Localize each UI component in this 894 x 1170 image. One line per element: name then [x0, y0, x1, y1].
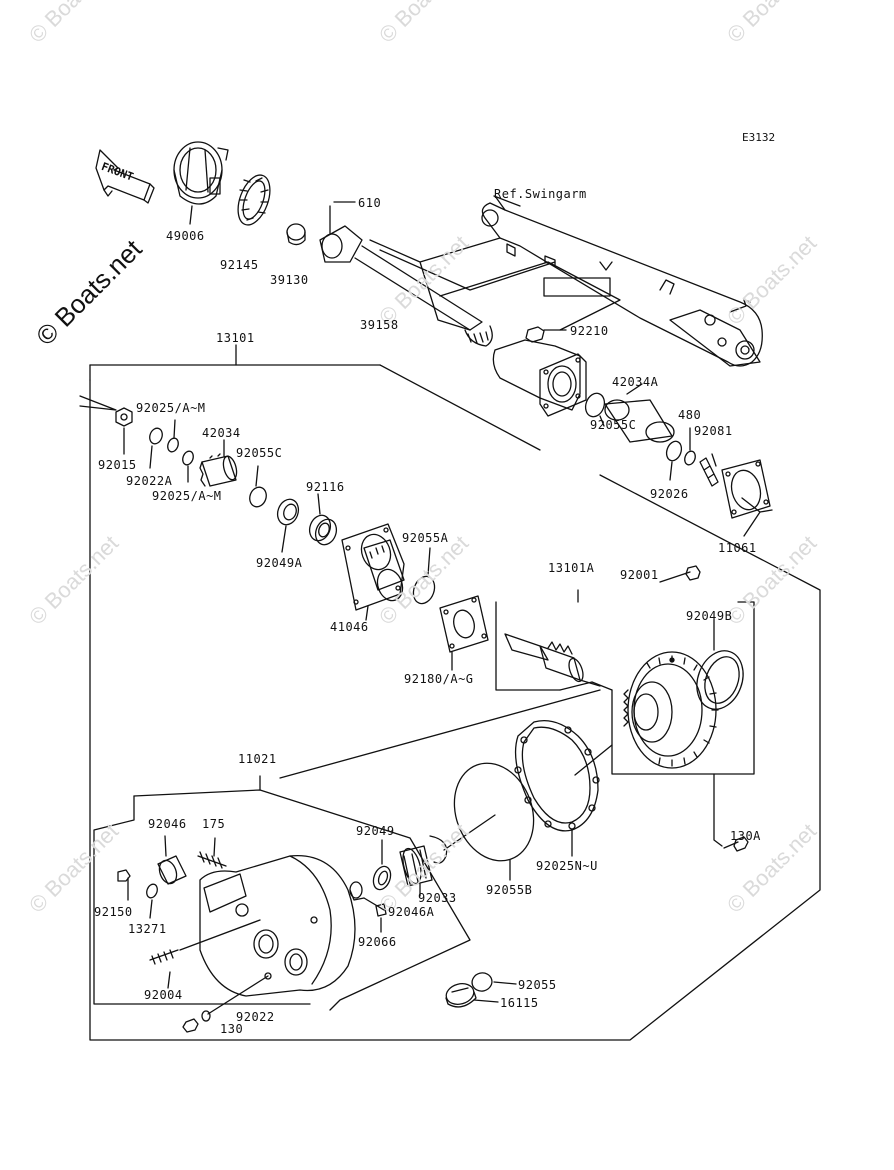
reference-label: Ref.Swingarm: [494, 187, 587, 201]
part-92046A-icon: [349, 881, 365, 901]
part-label-13101[interactable]: 13101: [216, 331, 255, 345]
part-label-92055A[interactable]: 92055A: [402, 531, 449, 545]
part-label-92210[interactable]: 92210: [570, 324, 609, 338]
part-label-39130[interactable]: 39130: [270, 273, 309, 287]
part-92055C-left-oring-icon: [249, 486, 267, 508]
front-arrow-icon: [95, 149, 155, 204]
part-label-11021[interactable]: 11021: [238, 752, 277, 766]
part-41046-housing-icon: [341, 523, 405, 611]
part-label-175[interactable]: 175: [202, 817, 226, 831]
part-130-bolt-icon: [182, 1018, 199, 1033]
part-label-92033[interactable]: 92033: [418, 891, 457, 905]
part-label-92081[interactable]: 92081: [694, 424, 733, 438]
part-92025-bot-shim-icon: [182, 450, 194, 466]
group-bracket-13101A: [495, 601, 561, 691]
part-92033-bearing-icon: [399, 845, 433, 887]
part-label-92066[interactable]: 92066: [358, 935, 397, 949]
part-label-42034[interactable]: 42034: [202, 426, 241, 440]
part-92081-spring-icon: [699, 453, 719, 487]
part-92046-bearing-icon: [157, 855, 187, 885]
part-label-92150[interactable]: 92150: [94, 905, 133, 919]
part-92055B-oring-icon: [453, 762, 535, 862]
part-label-16115[interactable]: 16115: [500, 996, 539, 1010]
part-92150-bolt-icon: [117, 869, 131, 882]
part-92049-seal-icon: [372, 865, 392, 891]
part-label-92049[interactable]: 92049: [356, 824, 395, 838]
part-label-92015[interactable]: 92015: [98, 458, 137, 472]
part-92022-washer-icon: [201, 1010, 211, 1022]
part-label-92180[interactable]: 92180/A~G: [404, 672, 474, 686]
part-11061-cover-icon: [721, 459, 771, 519]
part-label-92049A[interactable]: 92049A: [256, 556, 303, 570]
part-label-92055C-right[interactable]: 92055C: [590, 418, 637, 432]
part-label-92145[interactable]: 92145: [220, 258, 259, 272]
part-label-610[interactable]: 610: [358, 196, 382, 210]
part-480-icon: [684, 450, 696, 466]
part-label-11061[interactable]: 11061: [718, 541, 757, 555]
part-130A-bolt-icon: [723, 836, 749, 852]
part-39130-icon: [286, 223, 306, 246]
part-label-13101A[interactable]: 13101A: [548, 561, 595, 575]
part-label-92046[interactable]: 92046: [148, 817, 187, 831]
part-92055C-right-oring-icon: [584, 392, 606, 418]
part-49006-icon: [173, 141, 229, 205]
part-92026-icon: [665, 440, 683, 462]
part-92025NU-cover-icon: [514, 719, 600, 832]
part-label-92026[interactable]: 92026: [650, 487, 689, 501]
group-outline-13101: [89, 379, 821, 1041]
part-label-92022A[interactable]: 92022A: [126, 474, 173, 488]
part-label-92116[interactable]: 92116: [306, 480, 345, 494]
part-42034-gear-icon: [199, 453, 238, 487]
part-39158-driveshaft-icon: [319, 205, 493, 347]
part-42034A-icon: [604, 399, 675, 443]
part-16115-plug-icon: [445, 983, 477, 1008]
part-label-480[interactable]: 480: [678, 408, 702, 422]
part-92145-icon: [237, 174, 271, 226]
part-label-130A[interactable]: 130A: [730, 829, 761, 843]
part-92022A-washer-icon: [149, 427, 163, 445]
part-label-92025-bottom[interactable]: 92025/A~M: [152, 489, 222, 503]
part-label-39158[interactable]: 39158: [360, 318, 399, 332]
part-92033-clip-icon: [429, 835, 448, 864]
swingarm-reference-icon: [369, 195, 763, 367]
part-92025-top-shim-icon: [167, 437, 179, 453]
pinion-housing-icon: [492, 339, 587, 417]
part-label-92022[interactable]: 92022: [236, 1010, 275, 1024]
part-label-41046[interactable]: 41046: [330, 620, 369, 634]
pinion-gear-shaft-icon: [504, 633, 601, 687]
part-label-42034A[interactable]: 42034A: [612, 375, 659, 389]
part-label-92004[interactable]: 92004: [144, 988, 183, 1002]
part-92001-bolt-icon: [659, 565, 701, 583]
part-92210-icon: [525, 326, 545, 343]
part-label-13271[interactable]: 13271: [128, 922, 167, 936]
part-label-49006[interactable]: 49006: [166, 229, 205, 243]
part-label-92055C-left[interactable]: 92055C: [236, 446, 283, 460]
final-gear-case-icon: [199, 854, 356, 997]
part-label-92049B[interactable]: 92049B: [686, 609, 733, 623]
part-label-92055B[interactable]: 92055B: [486, 883, 533, 897]
part-175-stud-icon: [197, 851, 227, 869]
part-label-92055[interactable]: 92055: [518, 978, 557, 992]
diagram-code: E3132: [742, 131, 776, 144]
part-13271-icon: [146, 883, 158, 899]
group-outline-11021: [93, 795, 311, 1005]
part-92015-nut-icon: [115, 407, 133, 427]
part-label-92025-top[interactable]: 92025/A~M: [136, 401, 206, 415]
part-label-92046A[interactable]: 92046A: [388, 905, 435, 919]
part-92055A-oring-icon: [412, 575, 436, 605]
part-label-92001[interactable]: 92001: [620, 568, 659, 582]
part-label-92025NU[interactable]: 92025N~U: [536, 859, 598, 873]
part-92180-shim-icon: [439, 595, 489, 653]
part-92004-stud-icon: [149, 949, 179, 965]
part-92055-oring-icon: [471, 972, 493, 992]
part-92116-bearing-icon: [308, 514, 338, 546]
part-label-130[interactable]: 130: [220, 1022, 244, 1036]
part-92049A-seal-icon: [276, 498, 300, 526]
ring-gear-icon: [623, 651, 719, 769]
part-92066-plug-icon: [375, 903, 387, 917]
part-92049B-seal-icon: [696, 650, 744, 710]
